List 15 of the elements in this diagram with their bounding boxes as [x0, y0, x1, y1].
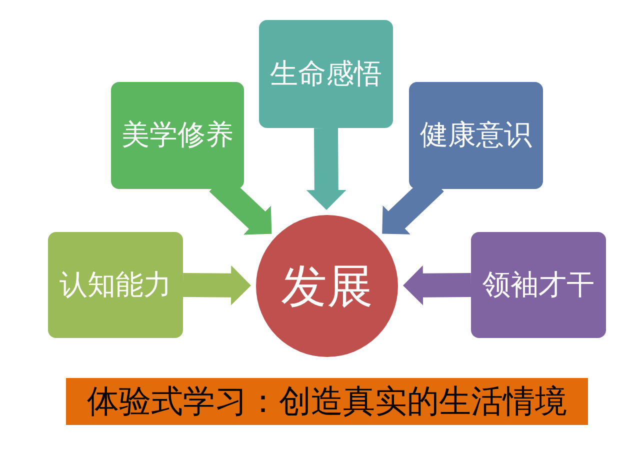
- box-label: 健康意识: [420, 119, 532, 152]
- category-box: [48, 232, 183, 338]
- circle-label: 发展: [281, 260, 373, 312]
- category-box: [259, 20, 393, 128]
- banner: [66, 378, 588, 425]
- banner-text: 体验式学习：创造真实的生活情境: [87, 383, 567, 420]
- box-label: 认知能力: [60, 268, 172, 302]
- category-box: [471, 232, 606, 338]
- box-label: 美学修养: [122, 119, 234, 152]
- box-label: 领袖才干: [482, 268, 594, 302]
- box-label: 生命感悟: [270, 58, 382, 90]
- block-arrow: [182, 265, 252, 306]
- block-arrow: [402, 265, 472, 306]
- category-box: [111, 82, 244, 189]
- category-box: [409, 82, 543, 189]
